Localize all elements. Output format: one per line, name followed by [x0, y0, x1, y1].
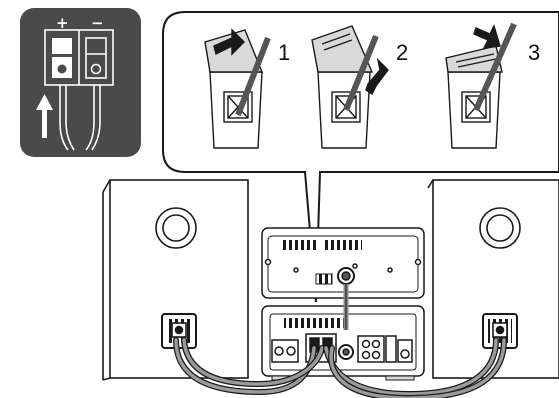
step-2-number: 2 — [396, 40, 408, 65]
arrow-up-icon — [36, 94, 53, 138]
step-1-illustration: 1 — [204, 28, 290, 149]
speaker-cables — [173, 337, 507, 398]
step-2-illustration: 2 — [311, 25, 408, 149]
step-3-number: 3 — [528, 40, 540, 65]
negative-terminal — [85, 37, 107, 79]
polarity-inset: + − — [20, 8, 141, 157]
step-3-illustration: 3 — [445, 22, 540, 149]
minus-sign: − — [91, 14, 104, 32]
plus-sign: + — [56, 14, 69, 32]
positive-terminal — [52, 38, 72, 78]
main-unit-top — [261, 227, 425, 299]
main-unit-bottom — [261, 305, 425, 381]
step-1-number: 1 — [278, 40, 290, 65]
